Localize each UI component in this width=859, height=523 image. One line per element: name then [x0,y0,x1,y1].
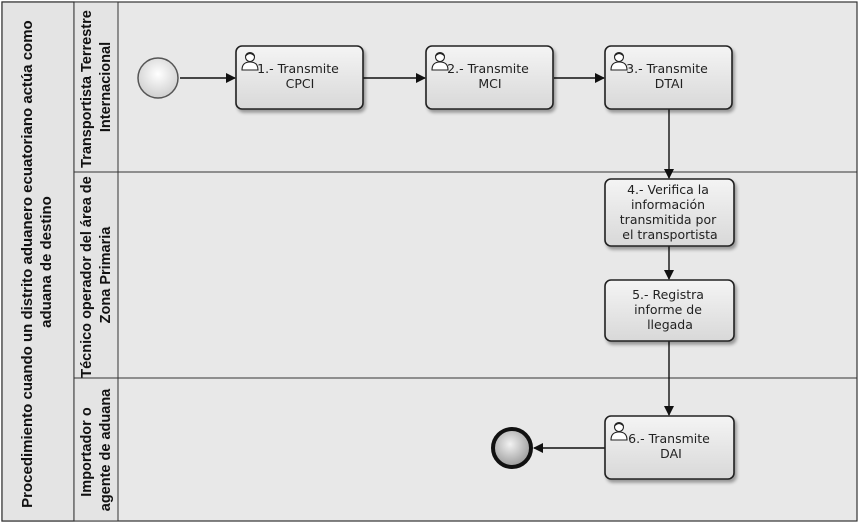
task-label-line: DTAI [655,76,684,91]
lane-title-line: Zona Primaria [98,226,114,324]
lane-title-column [73,1,119,522]
svg-text:4.- Verifica la informa: 4.- Verifica la información transmitida … [620,182,720,242]
user-icon [431,51,449,71]
user-icon [241,51,259,71]
lane-title-line: Importador o [79,407,95,497]
task-6-transmite-dai[interactable]: 6.- Transmite DAI [604,415,735,480]
task-label-line: 4.- Verifica la [627,182,709,197]
lane-title-line: Transportista Terrestre [79,10,95,168]
lane-title-tecnico: Técnico operador del área de Zona Primar… [79,172,114,378]
task-label-line: el transportista [622,227,717,242]
task-label-line: 1.- Transmite [257,61,339,76]
task-box [604,45,733,110]
lane-title-line: agente de aduana [98,388,114,511]
lane-title-line: Internacional [98,42,114,132]
user-icon [610,51,628,71]
pool-title-line-2: aduana de destino [38,196,55,328]
task-3-transmite-dtai[interactable]: 3.- Transmite DTAI [604,45,733,110]
task-box [604,415,735,480]
svg-text:1.- Transmite CPCI: 1.- Transmite CPCI [257,61,343,91]
pool-title: Procedimiento cuando un distrito aduaner… [19,16,55,508]
svg-text:Técnico operador del área de: Técnico operador del área de Zona Primar… [79,172,114,378]
task-label-line: CPCI [286,76,315,91]
user-icon [610,421,628,441]
task-5-registra-informe[interactable]: 5.- Registra informe de llegada [604,279,735,342]
svg-text:Transportista Terrestre: Transportista Terrestre Internacional [79,6,114,168]
task-box [425,45,554,110]
task-label-line: DAI [660,446,682,461]
task-label-line: información [631,197,705,212]
sequence-flows [180,73,674,453]
svg-text:2.- Transmite MCI: 2.- Transmite MCI [447,61,533,91]
task-2-transmite-mci[interactable]: 2.- Transmite MCI [425,45,554,110]
svg-text:5.- Registra informe de: 5.- Registra informe de llegada [632,287,708,332]
task-label-line: llegada [647,317,693,332]
task-4-verifica-informacion[interactable]: 4.- Verifica la información transmitida … [604,178,735,247]
task-label-line: 2.- Transmite [447,61,529,76]
task-box [604,178,735,247]
svg-text:3.- Transmite DTAI: 3.- Transmite DTAI [626,61,712,91]
svg-text:Importador o agente de a: Importador o agente de aduana [79,388,114,511]
task-label-line: 5.- Registra [632,287,704,302]
task-label-line: MCI [478,76,501,91]
svg-text:6.- Transmite DAI: 6.- Transmite DAI [628,431,714,461]
lane-title-transportista: Transportista Terrestre Internacional [79,6,114,168]
svg-text:Procedimiento cuando un distri: Procedimiento cuando un distrito aduaner… [19,16,55,508]
task-label-line: 3.- Transmite [626,61,708,76]
task-label-line: informe de [634,302,702,317]
task-label-line: transmitida por [620,212,717,227]
lane-title-line: Técnico operador del área de [79,176,95,377]
task-box [235,45,364,110]
pool-title-line-1: Procedimiento cuando un distrito aduaner… [19,20,36,508]
start-event[interactable] [137,57,179,99]
pool-title-band [1,1,75,522]
end-event[interactable] [491,427,533,469]
task-box [604,279,735,342]
task-label-line: 6.- Transmite [628,431,710,446]
lane-title-importador: Importador o agente de aduana [79,388,114,511]
task-1-transmite-cpci[interactable]: 1.- Transmite CPCI [235,45,364,110]
